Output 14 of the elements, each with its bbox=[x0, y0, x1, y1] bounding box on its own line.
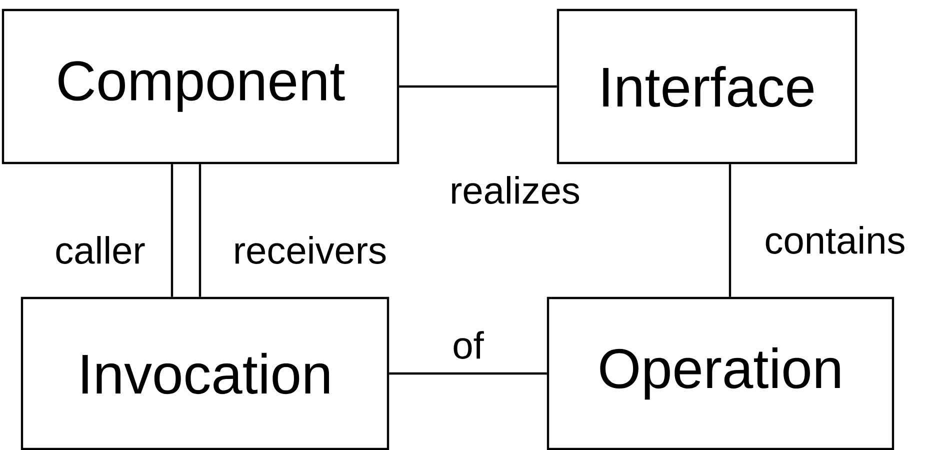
connector-line bbox=[198, 164, 202, 297]
edge-label: caller bbox=[52, 234, 148, 266]
class-box: Invocation bbox=[20, 296, 390, 450]
edge-label: realizes bbox=[448, 174, 582, 206]
connector-line bbox=[170, 164, 174, 297]
class-box: Interface bbox=[556, 8, 858, 164]
connector-line bbox=[389, 372, 547, 375]
connector-line bbox=[728, 164, 732, 297]
edge-label: receivers bbox=[230, 234, 390, 266]
class-box: Component bbox=[2, 8, 400, 164]
connector-line bbox=[399, 85, 557, 88]
edge-label: contains bbox=[762, 224, 908, 256]
class-box: Operation bbox=[546, 296, 894, 450]
edge-label: of bbox=[450, 329, 486, 361]
